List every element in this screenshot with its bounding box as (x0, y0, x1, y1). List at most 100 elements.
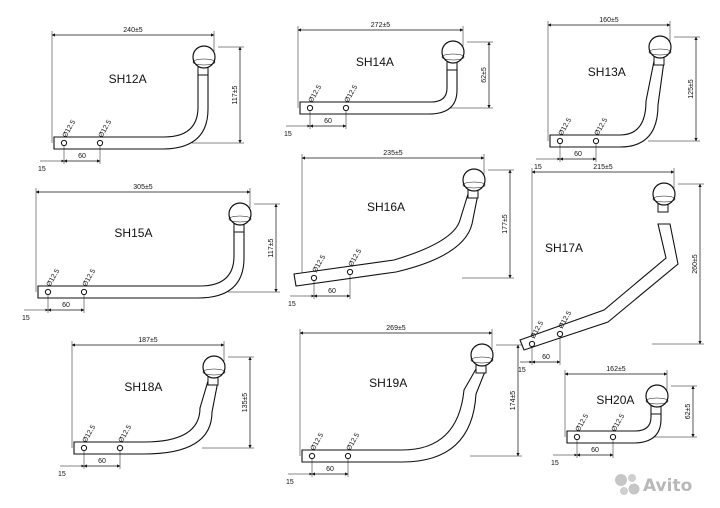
length-dimension: 60 (574, 151, 582, 158)
hole-diameter-label: Ø12.5 (98, 119, 114, 139)
height-dimension: 62±5 (481, 67, 488, 83)
ball-collar (441, 53, 465, 61)
offset-dimension: 15 (288, 301, 296, 308)
mounting-hole (306, 104, 314, 112)
hole-diameter-label: Ø12.5 (558, 117, 574, 137)
tow-ball (441, 40, 465, 64)
watermark-avito: Avito (612, 470, 712, 505)
mounting-hole (80, 288, 88, 296)
tow-ball (228, 202, 252, 226)
length-dimension: 160±5 (599, 17, 619, 24)
height-dimension: 117±5 (268, 238, 275, 257)
mounting-hole (528, 340, 536, 348)
length-dimension: 60 (542, 354, 550, 361)
ball-collar (652, 195, 676, 203)
offset-dimension: 15 (518, 367, 526, 374)
hole-diameter-label: Ø12.5 (82, 268, 98, 288)
hitch-tube (299, 65, 458, 115)
length-dimension: 60 (326, 466, 334, 473)
mounting-hole (80, 444, 88, 452)
offset-dimension: 15 (284, 131, 292, 138)
mounting-hole (556, 137, 564, 145)
length-dimension: 162±5 (606, 366, 626, 373)
ball-collar (470, 356, 494, 364)
model-name: SH19A (369, 376, 407, 390)
model-name: SH15A (114, 226, 152, 240)
offset-dimension: 15 (38, 166, 46, 173)
hole-diameter-label: Ø12.5 (118, 424, 134, 444)
tow-ball (648, 35, 672, 59)
mounting-hole (609, 433, 617, 441)
mounting-hole (573, 433, 581, 441)
length-dimension: 60 (328, 288, 336, 295)
model-name: SH13A (588, 65, 626, 79)
hitch-tube (37, 227, 245, 299)
mounting-hole (592, 137, 600, 145)
model-name: SH17A (545, 241, 583, 255)
tow-ball (202, 355, 226, 379)
hole-diameter-label: Ø12.5 (346, 432, 362, 452)
mounting-hole (346, 268, 354, 276)
length-dimension: 60 (98, 458, 106, 465)
height-dimension: 135±5 (242, 393, 249, 413)
length-dimension: 187±5 (138, 337, 158, 344)
height-dimension: 174±5 (510, 391, 517, 411)
tow-ball (192, 45, 216, 69)
offset-dimension: 15 (58, 471, 66, 478)
model-name: SH18A (124, 380, 162, 394)
ball-collar (192, 58, 216, 66)
length-dimension: 305±5 (133, 184, 153, 191)
mounting-hole (96, 139, 104, 147)
hole-diameter-label: Ø12.5 (308, 84, 324, 104)
length-dimension: 240±5 (123, 27, 143, 34)
mounting-hole (116, 444, 124, 452)
length-dimension: 269±5 (386, 325, 406, 332)
hitch-tube (53, 70, 209, 150)
model-name: SH14A (356, 55, 394, 69)
hole-diameter-label: Ø12.5 (310, 432, 326, 452)
hitch-tube (519, 223, 679, 351)
hole-diameter-label: Ø12.5 (62, 119, 78, 139)
mounting-hole (308, 452, 316, 460)
tow-ball (470, 343, 494, 367)
length-dimension: 215±5 (593, 164, 613, 171)
offset-dimension: 15 (551, 460, 559, 467)
ball-collar (462, 181, 486, 189)
hole-diameter-label: Ø12.5 (594, 117, 610, 137)
length-dimension: 60 (591, 447, 599, 454)
tow-ball (645, 384, 669, 408)
length-dimension: 60 (78, 153, 86, 160)
mounting-hole (344, 452, 352, 460)
offset-dimension: 15 (534, 164, 542, 171)
hole-diameter-label: Ø12.5 (344, 84, 360, 104)
mounting-hole (556, 330, 564, 338)
ball-collar (645, 397, 669, 405)
mounting-hole (44, 288, 52, 296)
hole-diameter-label: Ø12.5 (611, 413, 627, 433)
tow-ball (462, 168, 486, 192)
model-name: SH16A (367, 200, 405, 214)
length-dimension: 235±5 (383, 150, 403, 157)
hole-diameter-label: Ø12.5 (575, 413, 591, 433)
length-dimension: 60 (62, 302, 70, 309)
model-name: SH20A (596, 393, 634, 407)
tow-ball (652, 182, 676, 206)
ball-collar (228, 215, 252, 223)
mounting-hole (342, 104, 350, 112)
hole-diameter-label: Ø12.5 (46, 268, 62, 288)
model-name: SH12A (109, 72, 147, 86)
hole-diameter-label: Ø12.5 (82, 424, 98, 444)
height-dimension: 260±5 (692, 254, 699, 274)
length-dimension: 272±5 (371, 22, 391, 29)
ball-collar (202, 368, 226, 376)
height-dimension: 62±5 (685, 404, 692, 420)
ball-collar (648, 48, 672, 56)
